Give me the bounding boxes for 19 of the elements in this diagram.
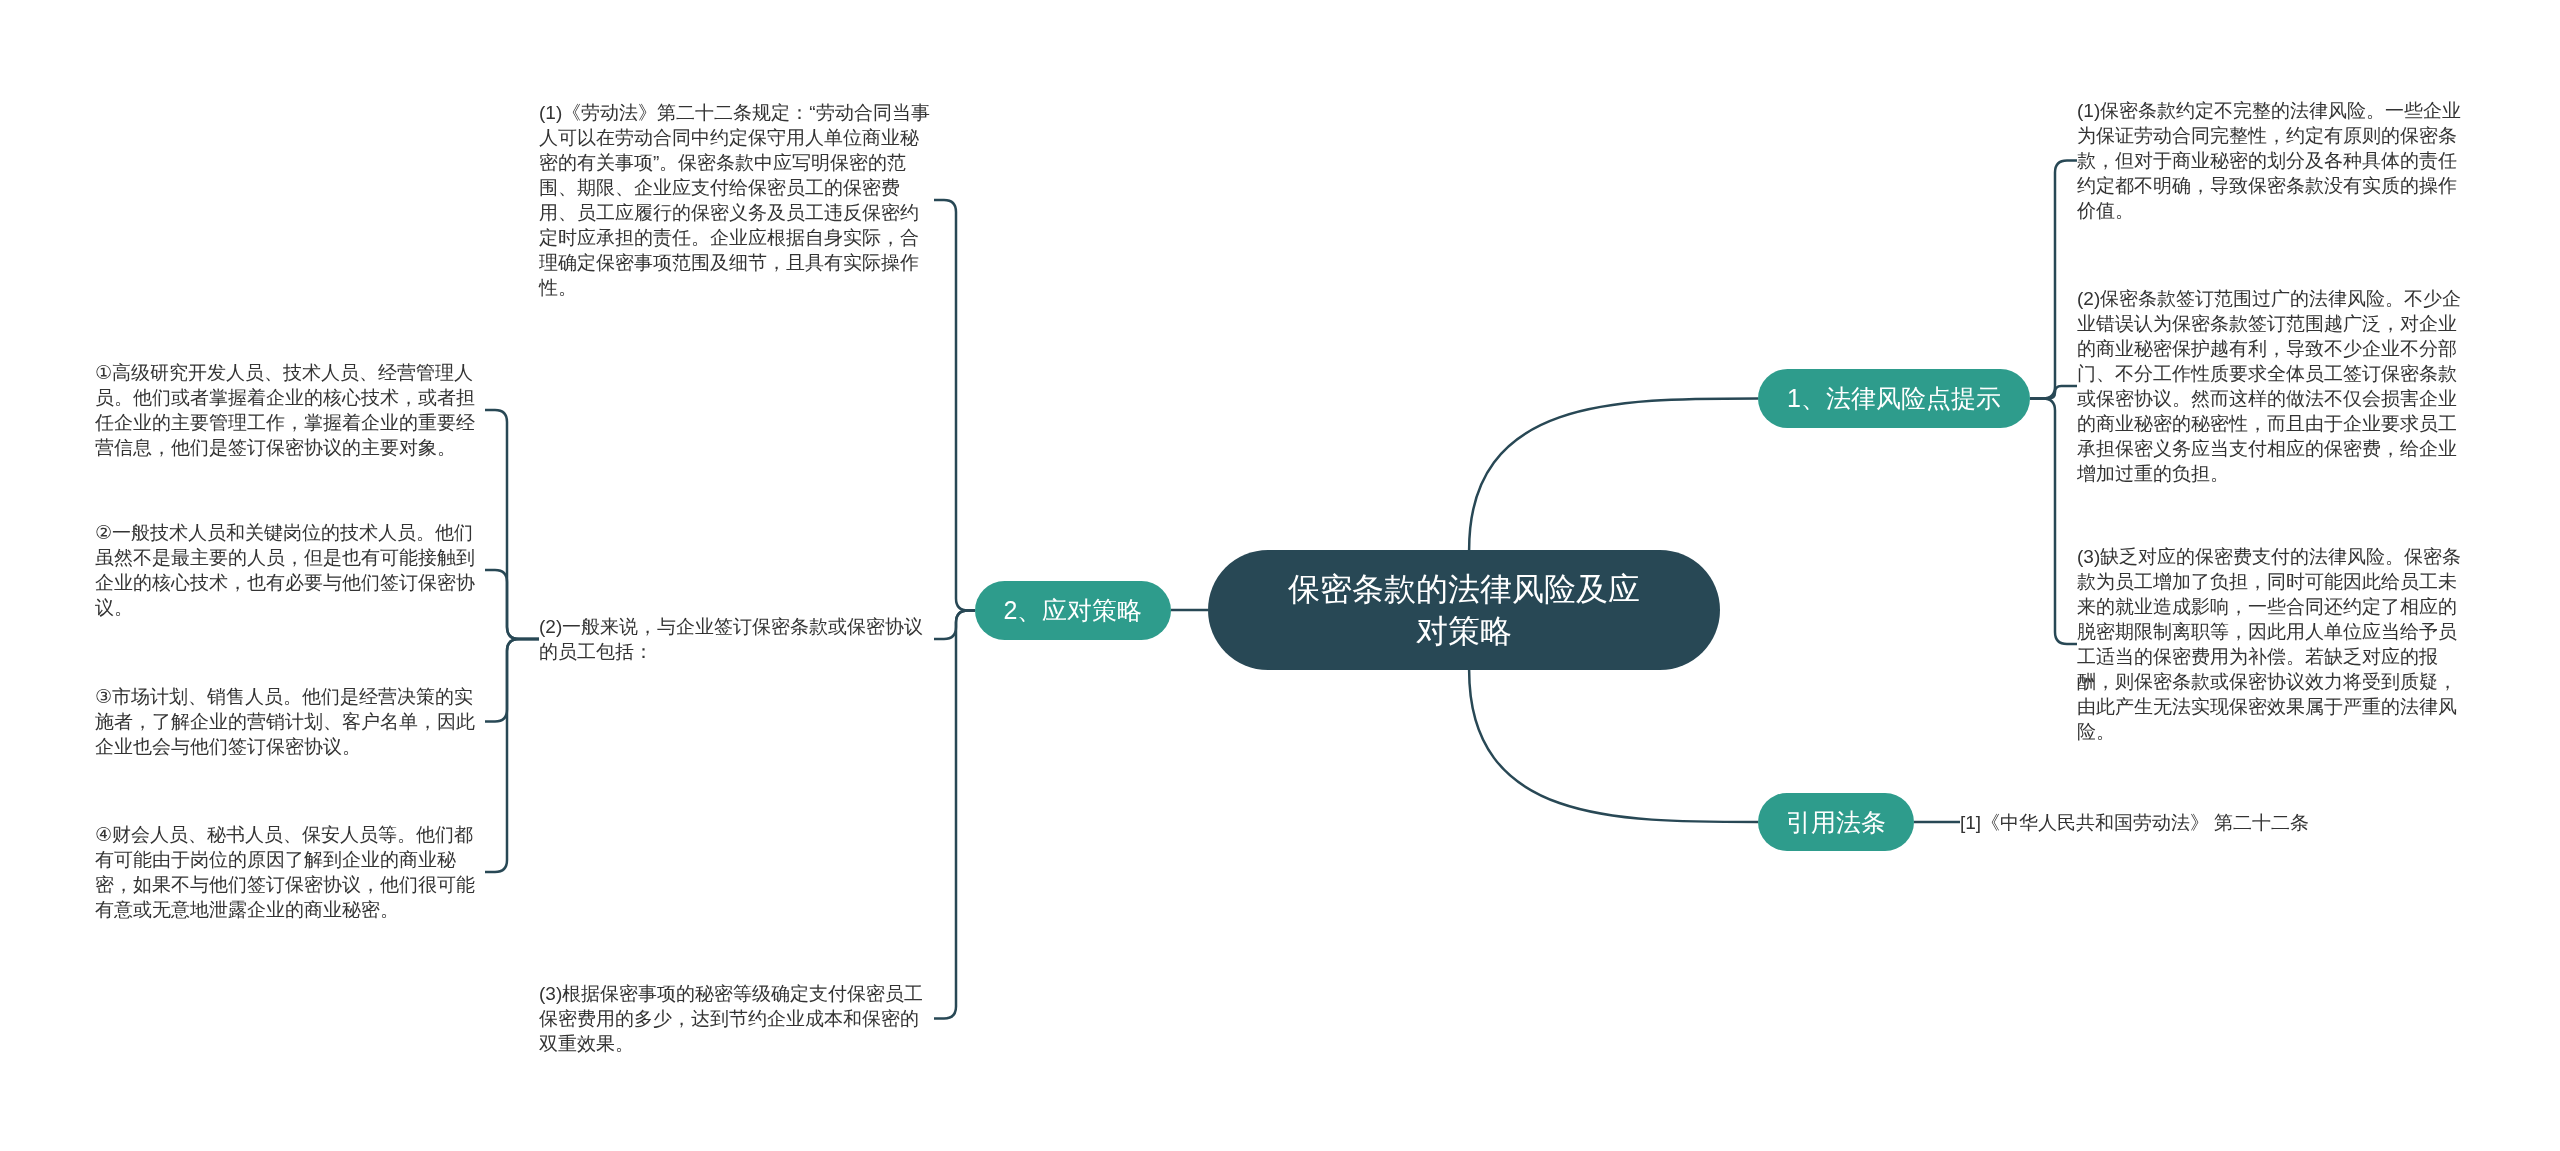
connector-line [1467,397,1758,551]
connector-line [1467,669,1758,824]
note-text: (1)保密条款约定不完整的法律风险。一些企业为保证劳动合同完整性，约定有原则的保密条款，但对于商业秘密的划分及各种具体的责任约定都不明确，导致保密条款没有实质的操作价值。 [2077,98,2472,223]
connector-line [1914,820,1960,824]
note-text: ④财会人员、秘书人员、保安人员等。他们都有可能由于岗位的原因了解到企业的商业秘密，如果不与他们签订保密协议，他们很可能有意或无意地泄露企业的商业秘密。 [95,822,485,922]
note-text: (1)《劳动法》第二十二条规定：“劳动合同当事人可以在劳动合同中约定保守用人单位商业秘密的有关事项”。保密条款中应写明保密的范围、期限、企业应支付给保密员工的保密费用、员工应履行的保密义务及员工违反保密约定时应承担的责任。企业应根据自身实际，合理确定保密事项范围及细节，且具有实际操作性。 [539,100,934,300]
note-text: ①高级研究开发人员、技术人员、经营管理人员。他们或者掌握着企业的核心技术，或者担任企业的主要管理工作，掌握着企业的重要经营信息，他们是签订保密协议的主要对象。 [95,360,485,460]
note-text: (3)根据保密事项的秘密等级确定支付保密员工保密费用的多少，达到节约企业成本和保密的双重效果。 [539,981,934,1056]
note-text: (3)缺乏对应的保密费支付的法律风险。保密条款为员工增加了负担，同时可能因此给员工未来的就业造成影响，一些合同还约定了相应的脱密期限制离职等，因此用人单位应当给予员工适当的保密费用为补偿。若缺乏对应的报酬，则保密条款或保密协议效力将受到质疑，由此产生无法实现保密效果属于严重的法律风险。 [2077,544,2472,744]
reference-text: [1]《中华人民共和国劳动法》 第二十二条 [1960,810,2310,835]
branch-topic-pill: 2、应对策略 [975,581,1171,640]
branch-topic-pill: 1、法律风险点提示 [1758,369,2030,428]
note-text: ②一般技术人员和关键岗位的技术人员。他们虽然不是最主要的人员，但是也有可能接触到企业的核心技术，也有必要与他们签订保密协议。 [95,520,485,620]
central-topic-pill: 保密条款的法律风险及应对策略 [1208,550,1720,670]
note-text: ③市场计划、销售人员。他们是经营决策的实施者，了解企业的营销计划、客户名单，因此企业也会与他们签订保密协议。 [95,684,485,759]
branch-topic-pill: 引用法条 [1758,793,1914,851]
connector-line [1171,608,1208,612]
note-text: (2)保密条款签订范围过广的法律风险。不少企业错误认为保密条款签订范围越广泛，对企业的商业秘密保护越有利，导致不少企业不分部门、不分工作性质要求全体员工签订保密条款或保密协议。然而这样的做法不仅会损害企业的商业秘密的秘密性，而且由于企业要求员工承担保密义务应当支付相应的保密费，给企业增加过重的负担。 [2077,286,2472,486]
note-text: (2)一般来说，与企业签订保密条款或保密协议的员工包括： [539,614,934,664]
